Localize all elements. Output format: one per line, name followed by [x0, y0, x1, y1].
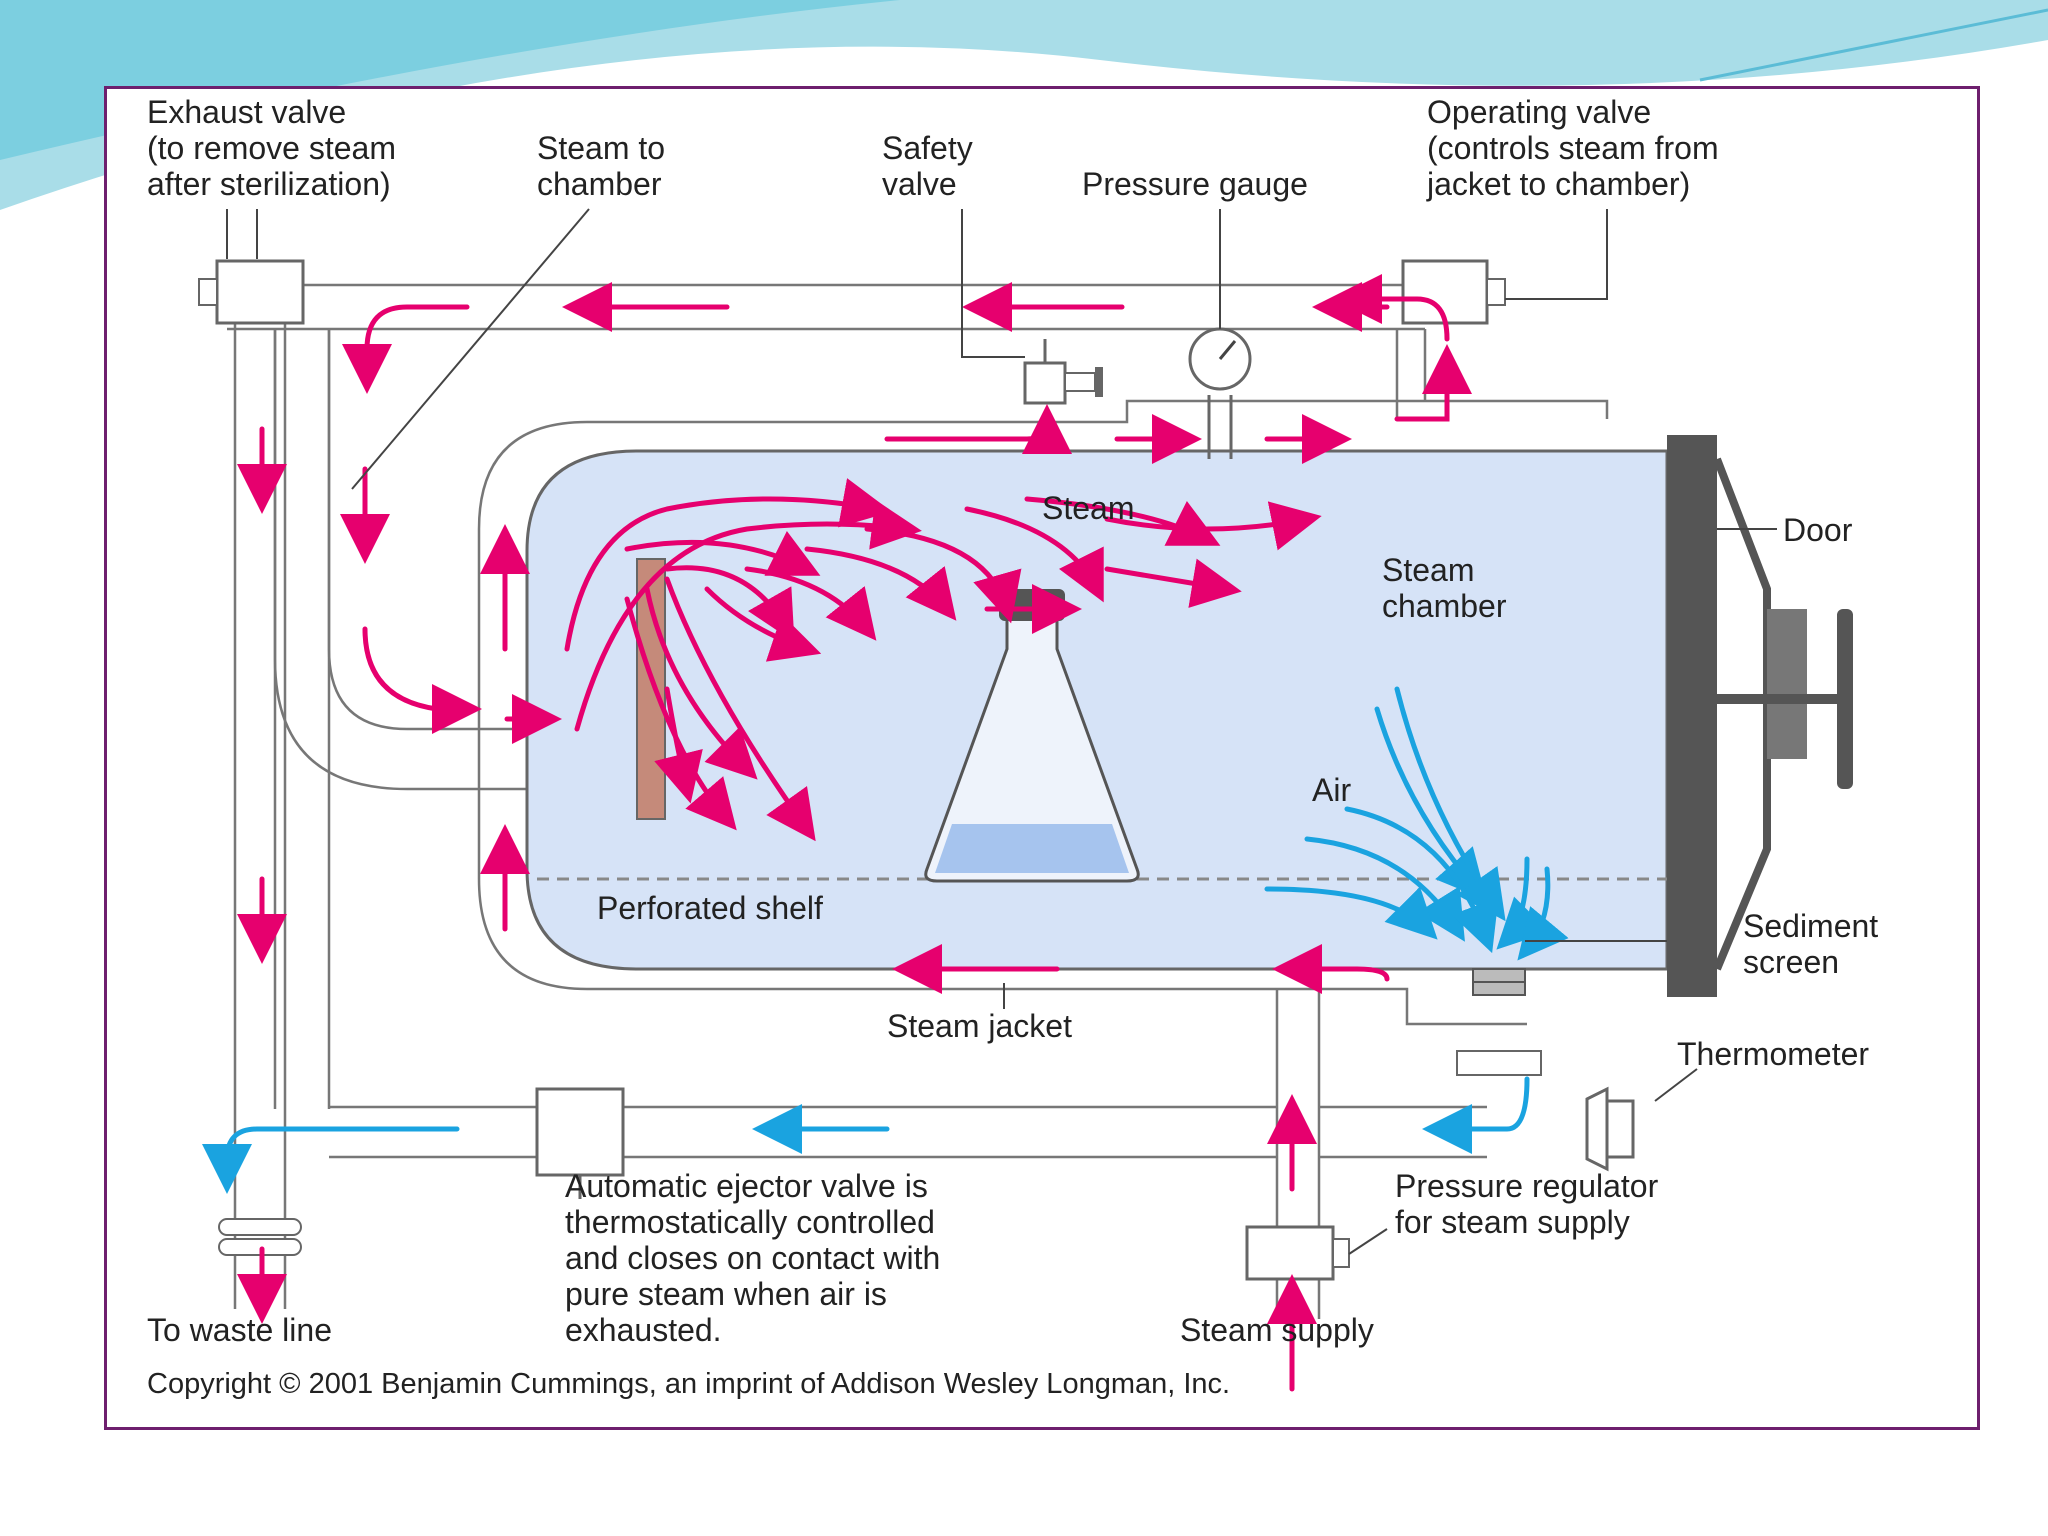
- slide-accent-line: [1699, 8, 2048, 82]
- figure-frame: Exhaust valve (to remove steam after ste…: [104, 86, 1980, 1430]
- steam-flow-arrows: [237, 274, 1472, 1392]
- automatic-ejector-valve: [535, 1087, 625, 1199]
- door: [1667, 435, 1853, 997]
- steam-jacket-label: Steam jacket: [887, 1008, 1072, 1044]
- air-label: Air: [1312, 772, 1351, 808]
- exhaust-valve-label: Exhaust valve (to remove steam after ste…: [147, 94, 405, 202]
- steam-label: Steam: [1042, 490, 1134, 526]
- pressure-gauge: [1188, 327, 1252, 459]
- operating-valve: [1401, 259, 1506, 325]
- waste-line-coupling: [218, 1218, 302, 1256]
- pressure-regulator: [1245, 1225, 1350, 1281]
- autoclave-diagram: Exhaust valve (to remove steam after ste…: [147, 94, 1887, 1400]
- erlenmeyer-flask: [924, 589, 1140, 883]
- pressure-gauge-label: Pressure gauge: [1082, 166, 1308, 202]
- steam-to-chamber-label: Steam to chamber: [537, 130, 674, 202]
- thermometer-label: Thermometer: [1677, 1036, 1869, 1072]
- sediment-screen-label: Sediment screen: [1743, 908, 1887, 980]
- exhaust-valve: [198, 259, 305, 325]
- slide-header-swoosh-dark: [0, 0, 900, 160]
- thermometer: [1585, 1086, 1635, 1172]
- air-flow-arrows: [202, 686, 1569, 1194]
- operating-valve-label: Operating valve (controls steam from jac…: [1426, 94, 1728, 202]
- steam-supply-label: Steam supply: [1180, 1312, 1374, 1348]
- automatic-ejector-label: Automatic ejector valve is thermostatica…: [565, 1168, 949, 1348]
- sediment-screen: [1456, 968, 1542, 1076]
- safety-valve-label: Safety valve: [882, 130, 982, 202]
- steam-chamber-label: Steam chamber: [1382, 552, 1507, 624]
- safety-valve: [1023, 339, 1103, 405]
- pressure-regulator-label: Pressure regulator for steam supply: [1395, 1168, 1667, 1240]
- door-label: Door: [1783, 512, 1853, 548]
- copyright-line: Copyright © 2001 Benjamin Cummings, an i…: [147, 1368, 1230, 1400]
- to-waste-line-label: To waste line: [147, 1312, 332, 1348]
- perforated-shelf-label: Perforated shelf: [597, 890, 823, 926]
- leader-lines: [226, 208, 1777, 1255]
